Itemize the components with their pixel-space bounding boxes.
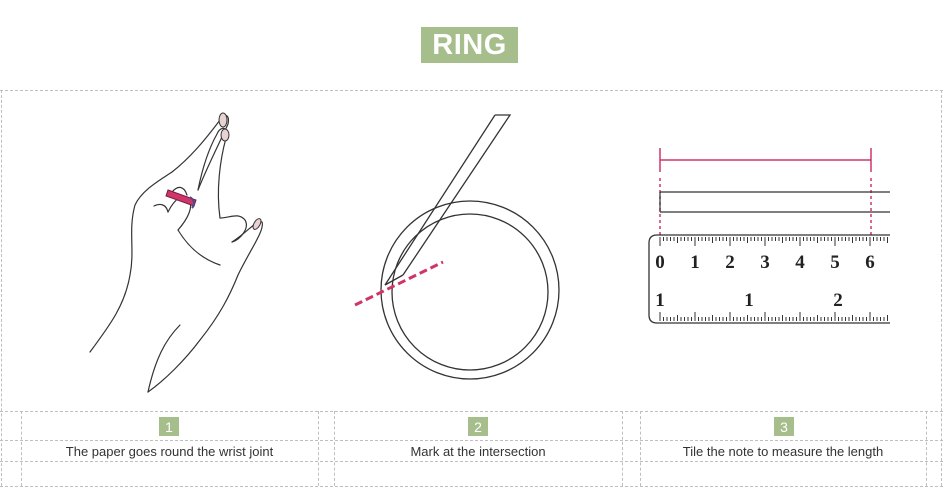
ruler-label-6: 6	[865, 252, 875, 273]
step-3-caption: Tile the note to measure the length	[682, 443, 884, 459]
paper-loop-illustration	[354, 114, 560, 380]
ruler-label-1: 1	[690, 252, 700, 273]
ruler-label-2: 2	[725, 252, 735, 273]
ruler-illustration: 0 1 2 3 4 5 6 1 1 2	[648, 148, 890, 324]
ruler-label-4: 4	[795, 252, 805, 273]
ruler-label-3: 3	[760, 252, 770, 273]
ruler-inch-label-2: 2	[833, 290, 843, 311]
ruler-inch-label-1b: 1	[744, 290, 754, 311]
ruler-inch-label-1a: 1	[655, 290, 665, 311]
step-3-badge: 3	[774, 417, 794, 436]
step-2-badge: 2	[468, 417, 488, 436]
ruler-label-5: 5	[830, 252, 840, 273]
step-1-caption: The paper goes round the wrist joint	[65, 443, 274, 459]
step-2-caption: Mark at the intersection	[410, 443, 546, 459]
ruler-label-0: 0	[655, 252, 665, 273]
step-1-badge: 1	[159, 417, 179, 436]
page-title: RING	[421, 27, 518, 63]
hand-illustration	[89, 112, 263, 393]
